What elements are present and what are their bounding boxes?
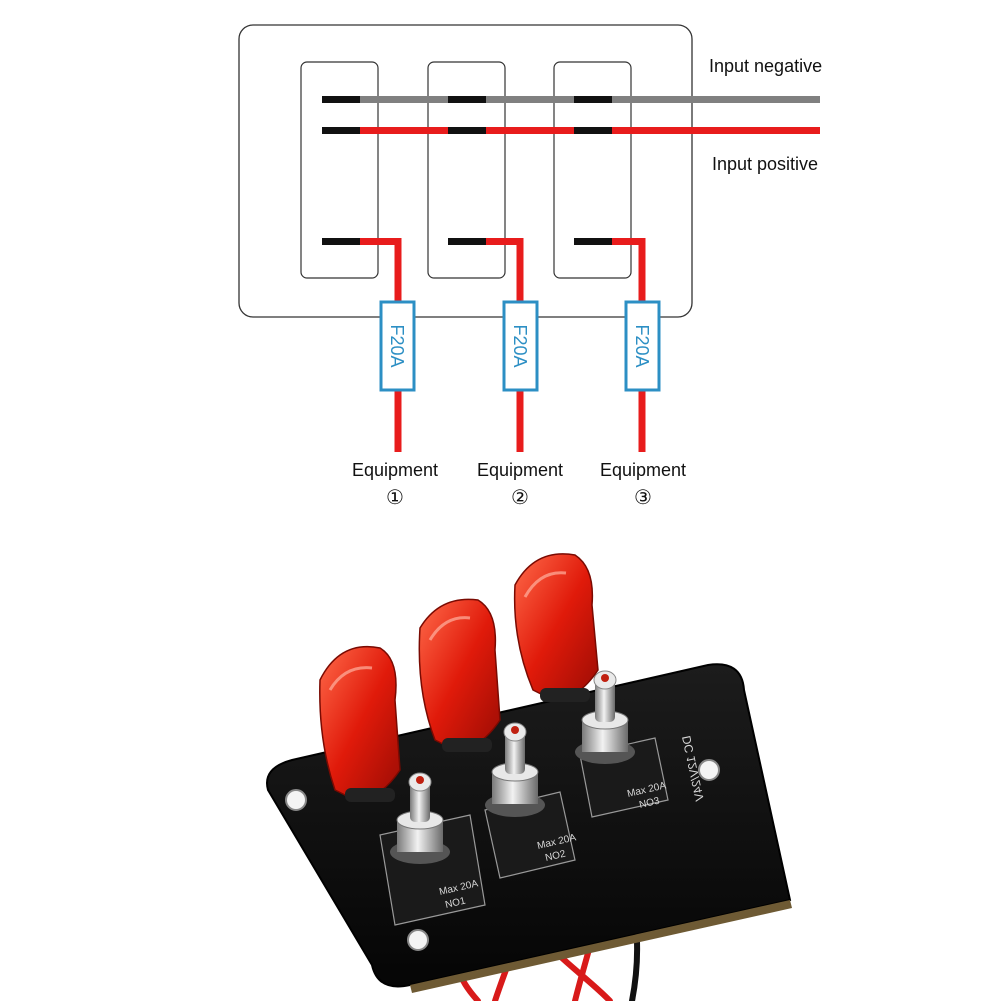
switch-3-id: NO3 — [638, 795, 661, 810]
toggle-switch-2 — [485, 722, 545, 817]
terminal-neg-2 — [448, 96, 486, 103]
terminal-neg-1 — [322, 96, 360, 103]
switch-1-id: NO1 — [444, 895, 467, 910]
product-photo: Max 20A NO1 Max 20A NO2 Max 20A NO3 DC 1… — [266, 553, 792, 1001]
equipment-label-1: Equipment — [352, 460, 438, 480]
negative-wire — [322, 96, 820, 103]
fuse-label-3: F20A — [632, 324, 652, 367]
fuse-label-2: F20A — [510, 324, 530, 367]
fuse-1: F20A — [379, 300, 416, 392]
fuse-3: F20A — [624, 300, 661, 392]
switch-outline-2 — [427, 61, 506, 279]
input-negative-label: Input negative — [709, 56, 822, 76]
terminal-pos-3 — [574, 127, 612, 134]
input-positive-label: Input positive — [712, 154, 818, 174]
output-leg-3 — [574, 238, 646, 452]
terminal-pos-2 — [448, 127, 486, 134]
safety-cover-3 — [513, 553, 599, 702]
mounting-hole-1 — [285, 789, 307, 811]
equipment-label-2: Equipment — [477, 460, 563, 480]
mounting-hole-3 — [407, 929, 429, 951]
fuse-2: F20A — [502, 300, 539, 392]
fuse-label-1: F20A — [387, 324, 407, 367]
mounting-hole-2 — [698, 759, 720, 781]
terminal-pos-1 — [322, 127, 360, 134]
switch-outline-1 — [300, 61, 379, 279]
positive-wire — [322, 127, 820, 134]
terminal-neg-3 — [574, 96, 612, 103]
equipment-number-1: ① — [386, 487, 404, 509]
equipment-label-3: Equipment — [600, 460, 686, 480]
equipment-number-2: ② — [511, 487, 529, 509]
output-leg-1 — [322, 238, 402, 452]
safety-cover-2 — [418, 598, 501, 752]
wiring-diagram: F20A F20A F20A Input negative Input posi… — [238, 24, 822, 509]
switch-outline-3 — [553, 61, 632, 279]
safety-cover-1 — [319, 646, 401, 802]
output-leg-2 — [448, 238, 524, 452]
panel-outline — [238, 24, 693, 318]
toggle-switch-3 — [575, 670, 635, 764]
toggle-switch-1 — [390, 772, 450, 864]
switch-2-id: NO2 — [544, 848, 567, 863]
equipment-number-3: ③ — [634, 487, 652, 509]
